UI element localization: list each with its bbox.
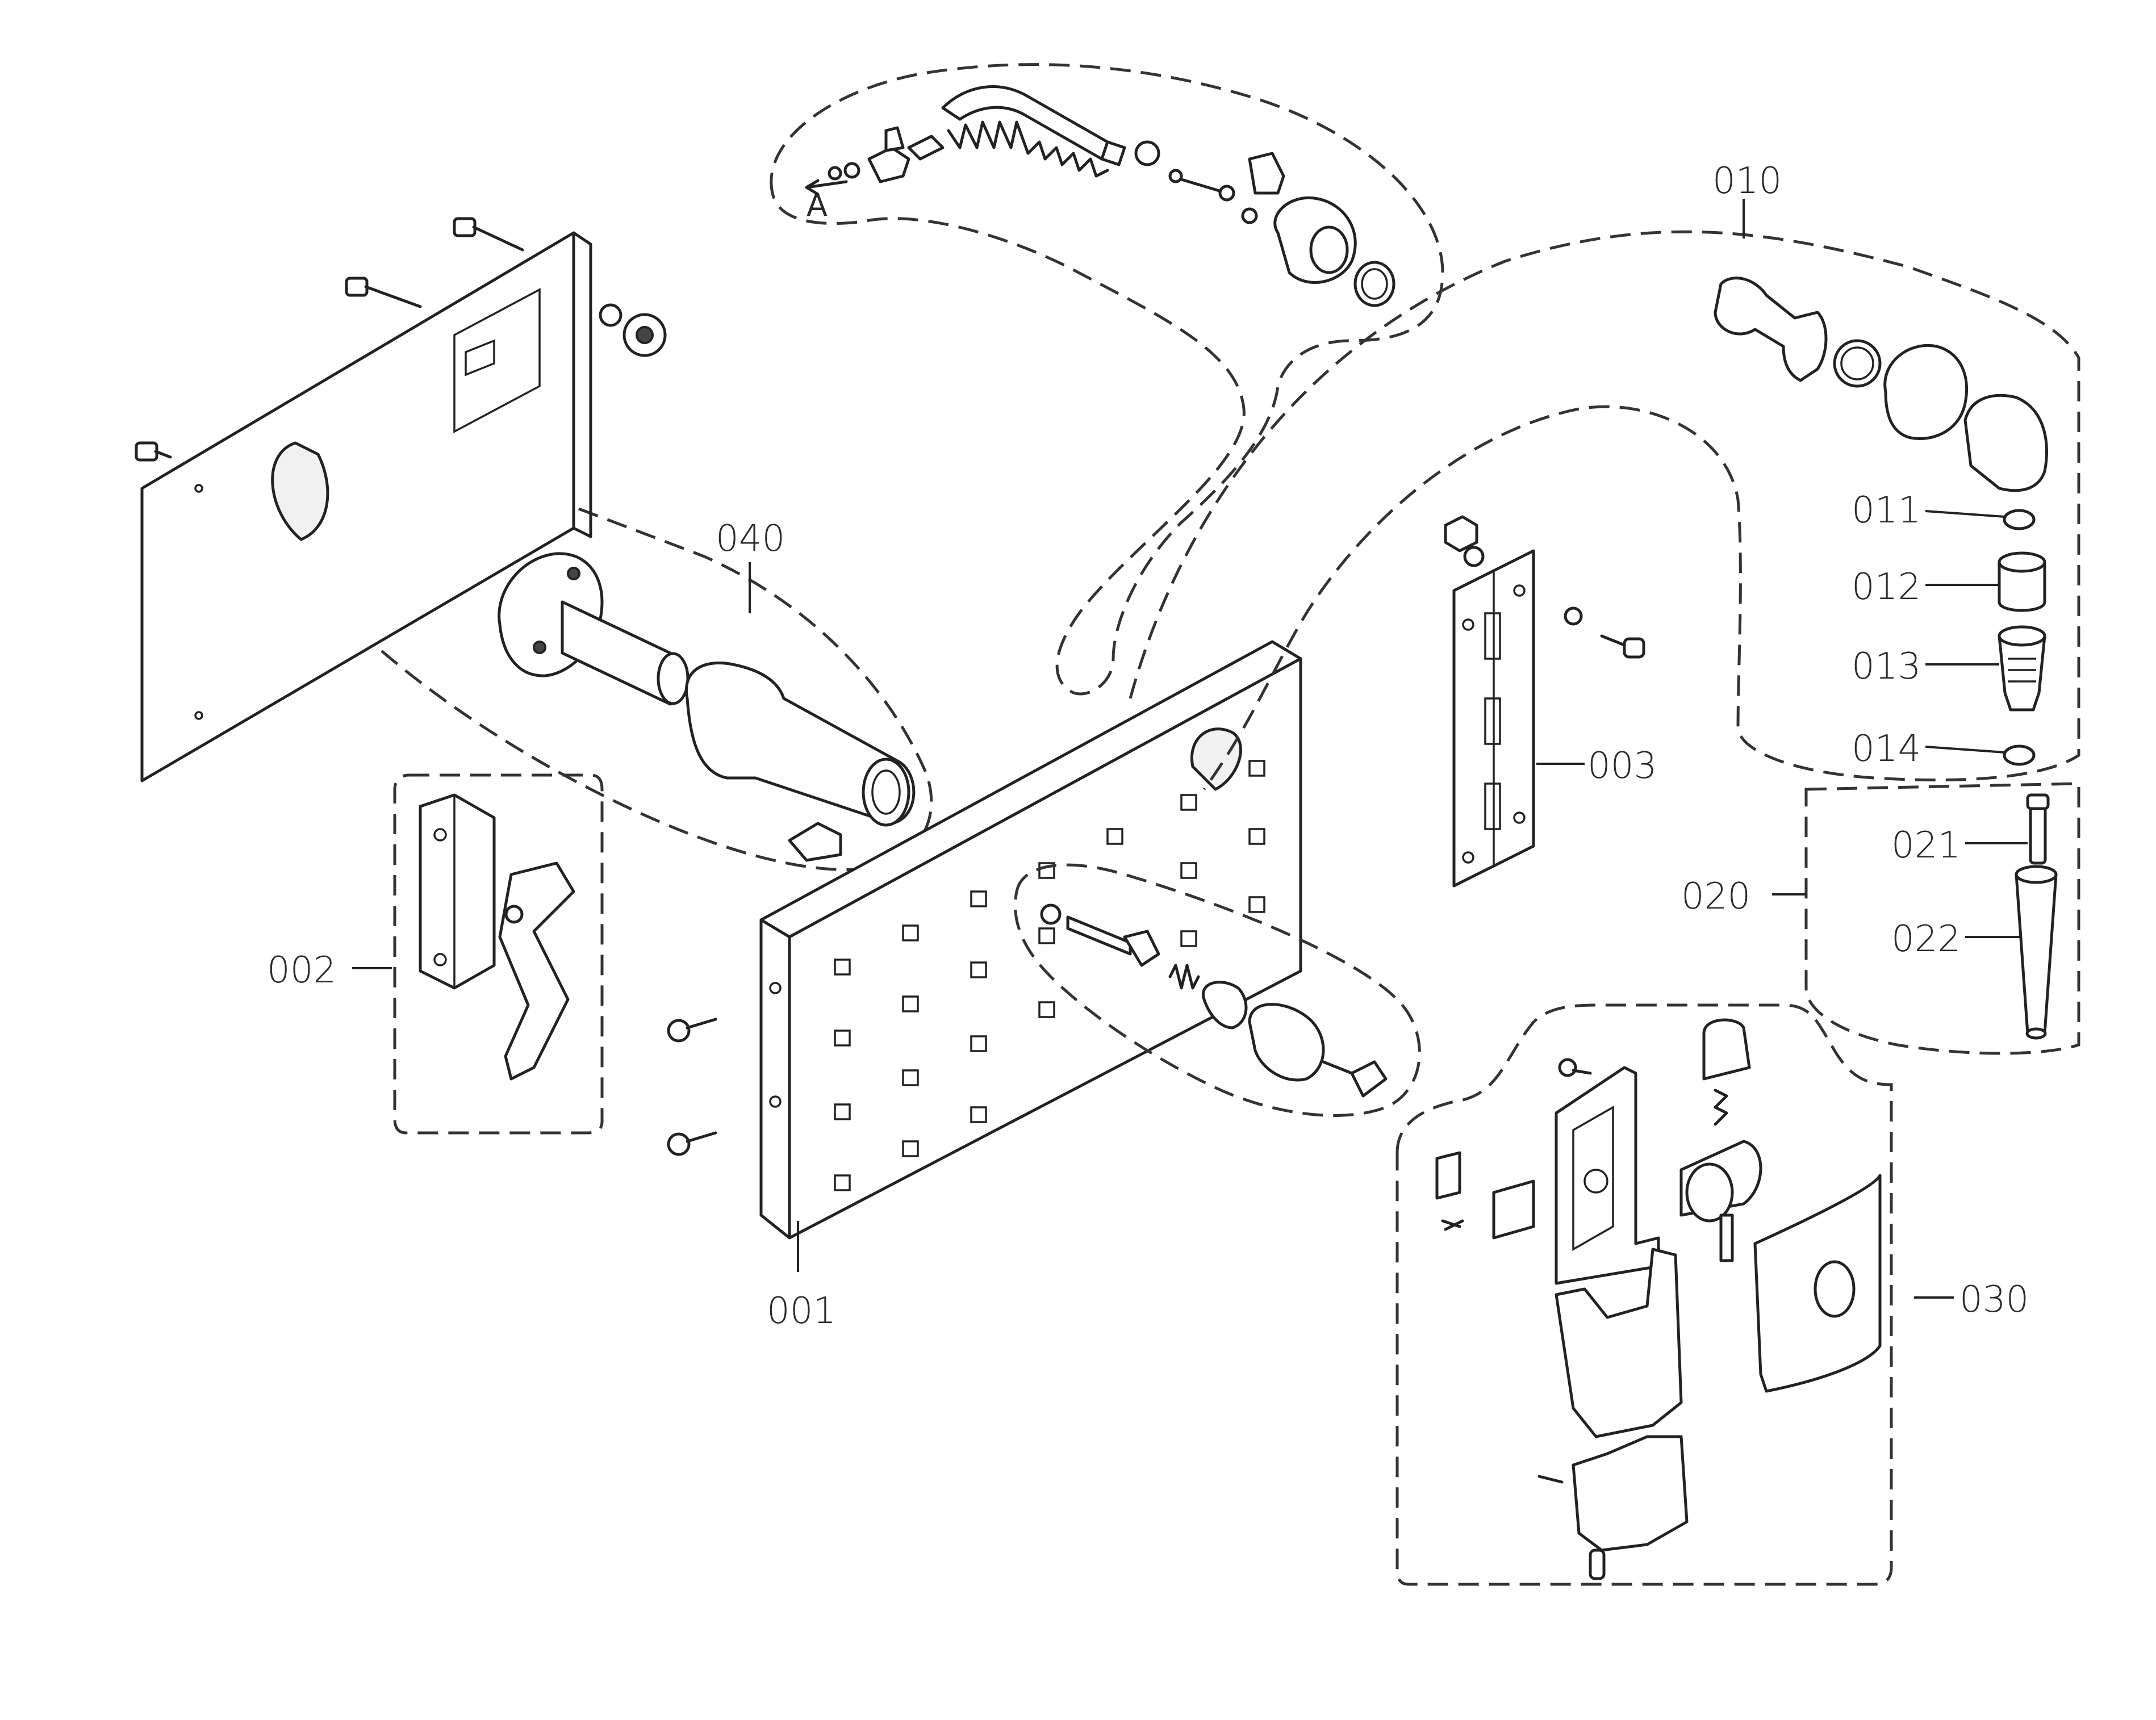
- screw-icon: [667, 1131, 717, 1156]
- back-mounting-plate: [135, 217, 667, 782]
- screw-icon: [453, 217, 524, 252]
- latch-block: [1492, 1179, 1535, 1240]
- label-020: 020: [1681, 876, 1750, 918]
- o-ring-014: [2003, 744, 2036, 766]
- group-valve-outline: [1014, 863, 1421, 1117]
- handle-022: [2015, 865, 2058, 1040]
- group-010-outline: [1129, 230, 2080, 790]
- label-013: 013: [1852, 646, 1921, 688]
- valve-fitting: [828, 126, 945, 183]
- sleeve-012: [1998, 551, 2046, 612]
- rod-021: [2026, 793, 2050, 865]
- hinge-003: [1444, 515, 1645, 888]
- group-020-outline: [1804, 782, 2080, 1055]
- screw-icon: [1537, 1475, 1564, 1484]
- label-022: 022: [1891, 918, 1961, 960]
- housing-frame: [1555, 1066, 1660, 1285]
- lever-body: [1537, 1248, 1689, 1580]
- spring-icon: [947, 120, 1109, 178]
- group-valve-panel: [1014, 863, 1421, 1117]
- flange-bracket: [498, 552, 690, 706]
- label-010: 010: [1712, 160, 1782, 202]
- screw-icon: [345, 277, 422, 308]
- group-pump-top: A: [770, 63, 1444, 696]
- ring-icon: [1134, 140, 1160, 166]
- trigger-top: [1702, 1018, 1751, 1126]
- label-001: 001: [767, 1290, 836, 1332]
- hose-pipe: [941, 85, 1126, 166]
- spout-elbow: [1714, 277, 2048, 492]
- group-pump-outline: [770, 63, 1444, 696]
- label-003: 003: [1587, 745, 1657, 787]
- screw-icon: [1558, 1058, 1592, 1077]
- label-002: 002: [267, 949, 336, 991]
- o-ring-011: [2003, 509, 2036, 530]
- clip-icon: [1435, 1151, 1464, 1231]
- label-012: 012: [1852, 566, 1921, 608]
- group-002-outline: [393, 773, 604, 1135]
- group-020: [1804, 782, 2080, 1055]
- label-040: 040: [716, 518, 785, 560]
- spring-icon: [1714, 1089, 1728, 1126]
- group-002: [393, 773, 604, 1135]
- cover-plate: [1753, 1174, 1882, 1393]
- group-010: [1129, 230, 2080, 790]
- nozzle-icon: [1248, 152, 1285, 195]
- screw-icon: [1322, 1060, 1353, 1075]
- screw-icon: [1564, 606, 1645, 659]
- screw-icon: [135, 441, 172, 462]
- label-021: 021: [1891, 825, 1961, 867]
- nut-icon: [1444, 515, 1485, 567]
- coupling-nut: [1273, 196, 1395, 307]
- part-labels: 001 002 003 010 011 012 013 014 020 021 …: [267, 160, 2029, 1332]
- front-panel-001: [759, 640, 1302, 1240]
- leader-lines: [352, 199, 2028, 1299]
- label-011: 011: [1852, 489, 1921, 532]
- screw-icon: [667, 1018, 717, 1043]
- label-030: 030: [1959, 1279, 2029, 1321]
- cartridge-013: [1998, 625, 2046, 712]
- panel-holes: [769, 760, 1265, 1191]
- shaft-housing: [685, 662, 916, 827]
- knob-icon: [1248, 1003, 1325, 1082]
- label-014: 014: [1852, 728, 1921, 770]
- spring-icon: [1168, 964, 1200, 990]
- washer-icon: [599, 303, 667, 357]
- clip-icon: [788, 822, 842, 862]
- arrow-icon: [805, 179, 848, 196]
- group-030: [1395, 1003, 1893, 1586]
- cylinder-body: [1679, 1140, 1762, 1262]
